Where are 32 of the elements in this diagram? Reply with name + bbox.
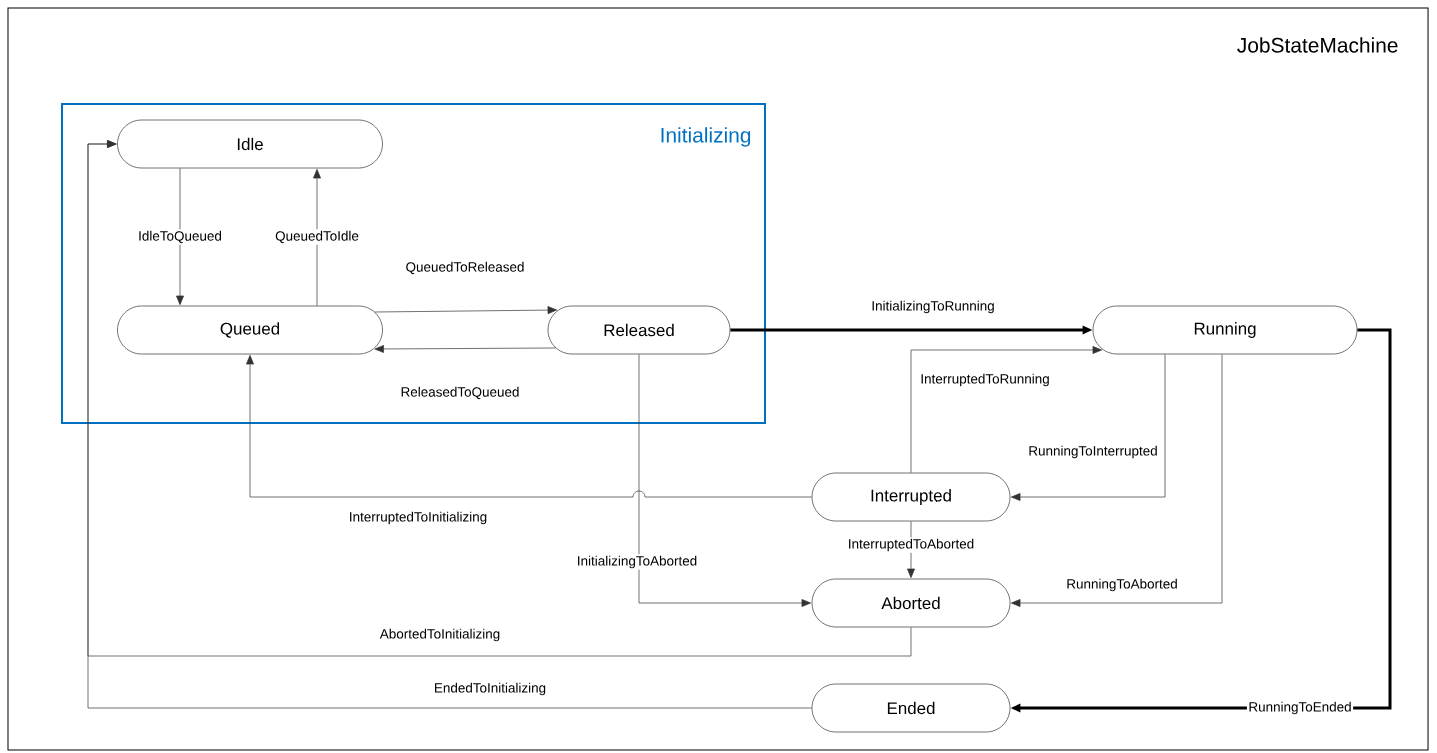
arrow xyxy=(638,354,811,607)
arrow xyxy=(1011,354,1223,607)
state-box: Ended xyxy=(811,683,1011,733)
arrow xyxy=(907,521,915,578)
edge-label: InterruptedToRunning xyxy=(918,372,1052,388)
state-box: Queued xyxy=(117,305,383,355)
state-box: Idle xyxy=(117,119,383,169)
arrow xyxy=(246,355,812,498)
arrow xyxy=(176,168,184,305)
arrow xyxy=(1011,354,1166,501)
edge-label: RunningToAborted xyxy=(1064,577,1180,593)
arrow xyxy=(374,306,557,315)
edge-label: RunningToInterrupted xyxy=(1026,444,1160,460)
edge-label: AbortedToInitializing xyxy=(378,627,502,643)
edge-label: InitializingToRunning xyxy=(869,299,997,315)
arrow xyxy=(87,140,812,709)
edge-label: InterruptedToInitializing xyxy=(347,510,489,526)
arrow xyxy=(910,346,1102,473)
state-box: Interrupted xyxy=(811,472,1011,522)
edge-label: ReleasedToQueued xyxy=(399,385,521,401)
state-box: Aborted xyxy=(811,578,1011,628)
edge-label: RunningToEnded xyxy=(1246,700,1354,716)
edge-label: QueuedToIdle xyxy=(273,229,361,245)
arrow xyxy=(374,345,556,353)
edge-label: InterruptedToAborted xyxy=(846,537,976,553)
state-box: Released xyxy=(547,305,731,355)
state-box: Running xyxy=(1092,305,1358,355)
edge-label: QueuedToReleased xyxy=(404,260,526,276)
edge-label: IdleToQueued xyxy=(136,229,224,245)
arrow xyxy=(313,169,321,306)
edge-label: InitializingToAborted xyxy=(575,554,699,570)
edge-label: EndedToInitializing xyxy=(432,681,548,697)
